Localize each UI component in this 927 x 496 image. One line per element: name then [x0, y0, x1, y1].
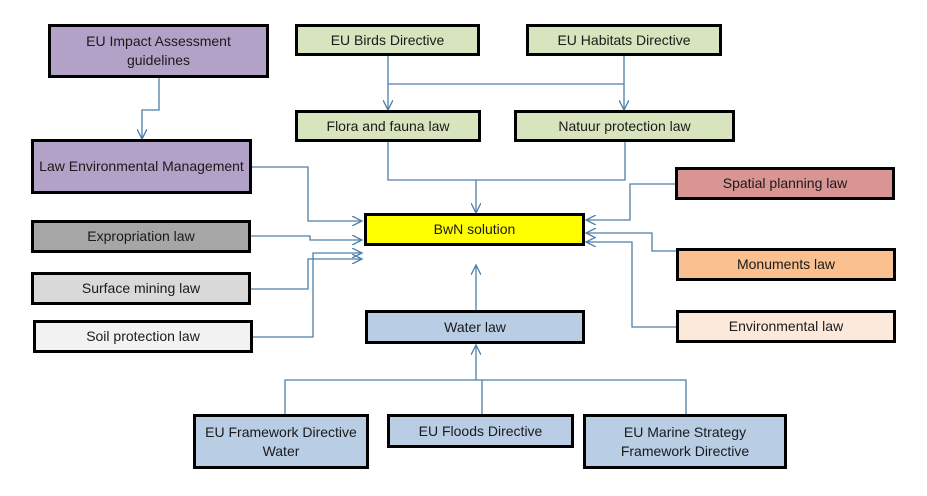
connector-environmental-to-bwn [586, 242, 676, 328]
node-eu-floods-directive: EU Floods Directive [387, 414, 574, 448]
node-expropriation-law: Expropriation law [31, 220, 251, 253]
node-label: Surface mining law [81, 280, 201, 296]
connector-expropriation-to-bwn [251, 236, 362, 240]
node-label: Water law [444, 318, 506, 335]
connector-natuur-to-bwn [476, 140, 626, 181]
node-label: Monuments law [736, 256, 836, 272]
connector-flora-to-bwn [387, 140, 476, 213]
node-label: Flora and fauna law [326, 117, 450, 134]
node-environmental-law: Environmental law [676, 310, 896, 343]
node-label: Expropriation law [87, 228, 195, 244]
node-label: Environmental law [728, 318, 844, 334]
node-label: Law Environmental Management [39, 158, 244, 174]
node-label: EU Birds Directive [330, 31, 445, 48]
node-law-environmental-management: Law Environmental Management [31, 139, 252, 194]
node-label: Natuur protection law [558, 117, 691, 134]
node-monuments-law: Monuments law [676, 248, 896, 281]
node-label: Soil protection law [86, 328, 200, 344]
connector-envmgmt-to-bwn [251, 166, 362, 221]
node-water-law: Water law [365, 310, 585, 344]
node-spatial-planning-law: Spatial planning law [675, 167, 895, 200]
connector-impact-to-envmgmt [142, 78, 160, 139]
node-eu-birds-directive: EU Birds Directive [295, 24, 480, 56]
node-eu-framework-directive-water: EU Framework Directive Water [193, 414, 369, 469]
node-eu-habitats-directive: EU Habitats Directive [526, 24, 722, 56]
node-bwn-solution: BwN solution [364, 213, 585, 246]
connector-monuments-to-bwn [586, 233, 676, 252]
node-eu-impact-assessment-guidelines: EU Impact Assessment guidelines [48, 24, 269, 78]
node-eu-marine-strategy-framework-directive: EU Marine Strategy Framework Directive [583, 414, 787, 469]
connector-directives-bus [284, 379, 687, 414]
node-label: EU Framework Directive Water [205, 423, 357, 459]
node-label: EU Floods Directive [418, 422, 543, 439]
node-soil-protection-law: Soil protection law [33, 320, 253, 353]
node-label: EU Impact Assessment guidelines [86, 33, 231, 68]
connector-spatial-to-bwn [586, 183, 675, 220]
node-flora-and-fauna-law: Flora and fauna law [295, 110, 481, 142]
connector-surface-to-bwn [251, 259, 362, 290]
node-label: Spatial planning law [722, 175, 848, 191]
node-label: EU Marine Strategy Framework Directive [620, 423, 750, 459]
node-label: BwN solution [433, 221, 516, 237]
node-natuur-protection-law: Natuur protection law [514, 110, 735, 142]
node-surface-mining-law: Surface mining law [31, 272, 251, 305]
connector-soil-to-bwn [253, 253, 362, 338]
node-label: EU Habitats Directive [557, 31, 691, 48]
